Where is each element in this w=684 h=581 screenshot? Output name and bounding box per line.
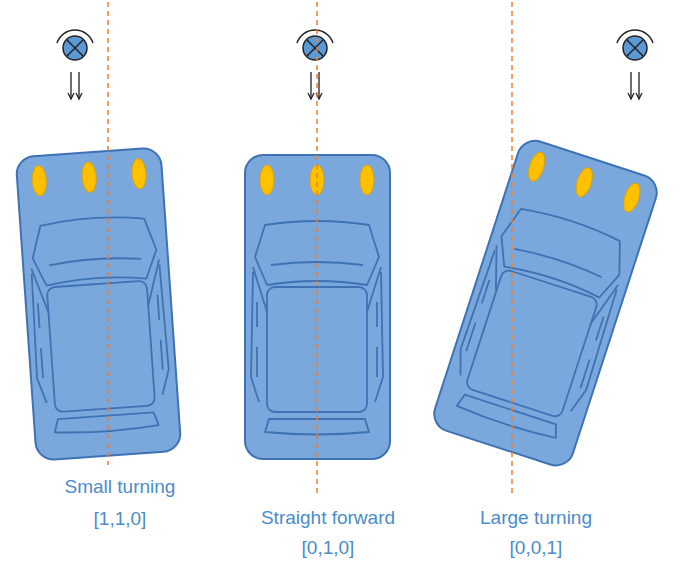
- sensor-vector: [0,1,0]: [302, 538, 355, 559]
- sensor-vector: [0,0,1]: [510, 538, 563, 559]
- case-label: Straight forward: [261, 508, 395, 529]
- case-label: Large turning: [480, 508, 592, 529]
- sensor-vector: [1,1,0]: [94, 509, 147, 530]
- case-label: Small turning: [65, 477, 176, 498]
